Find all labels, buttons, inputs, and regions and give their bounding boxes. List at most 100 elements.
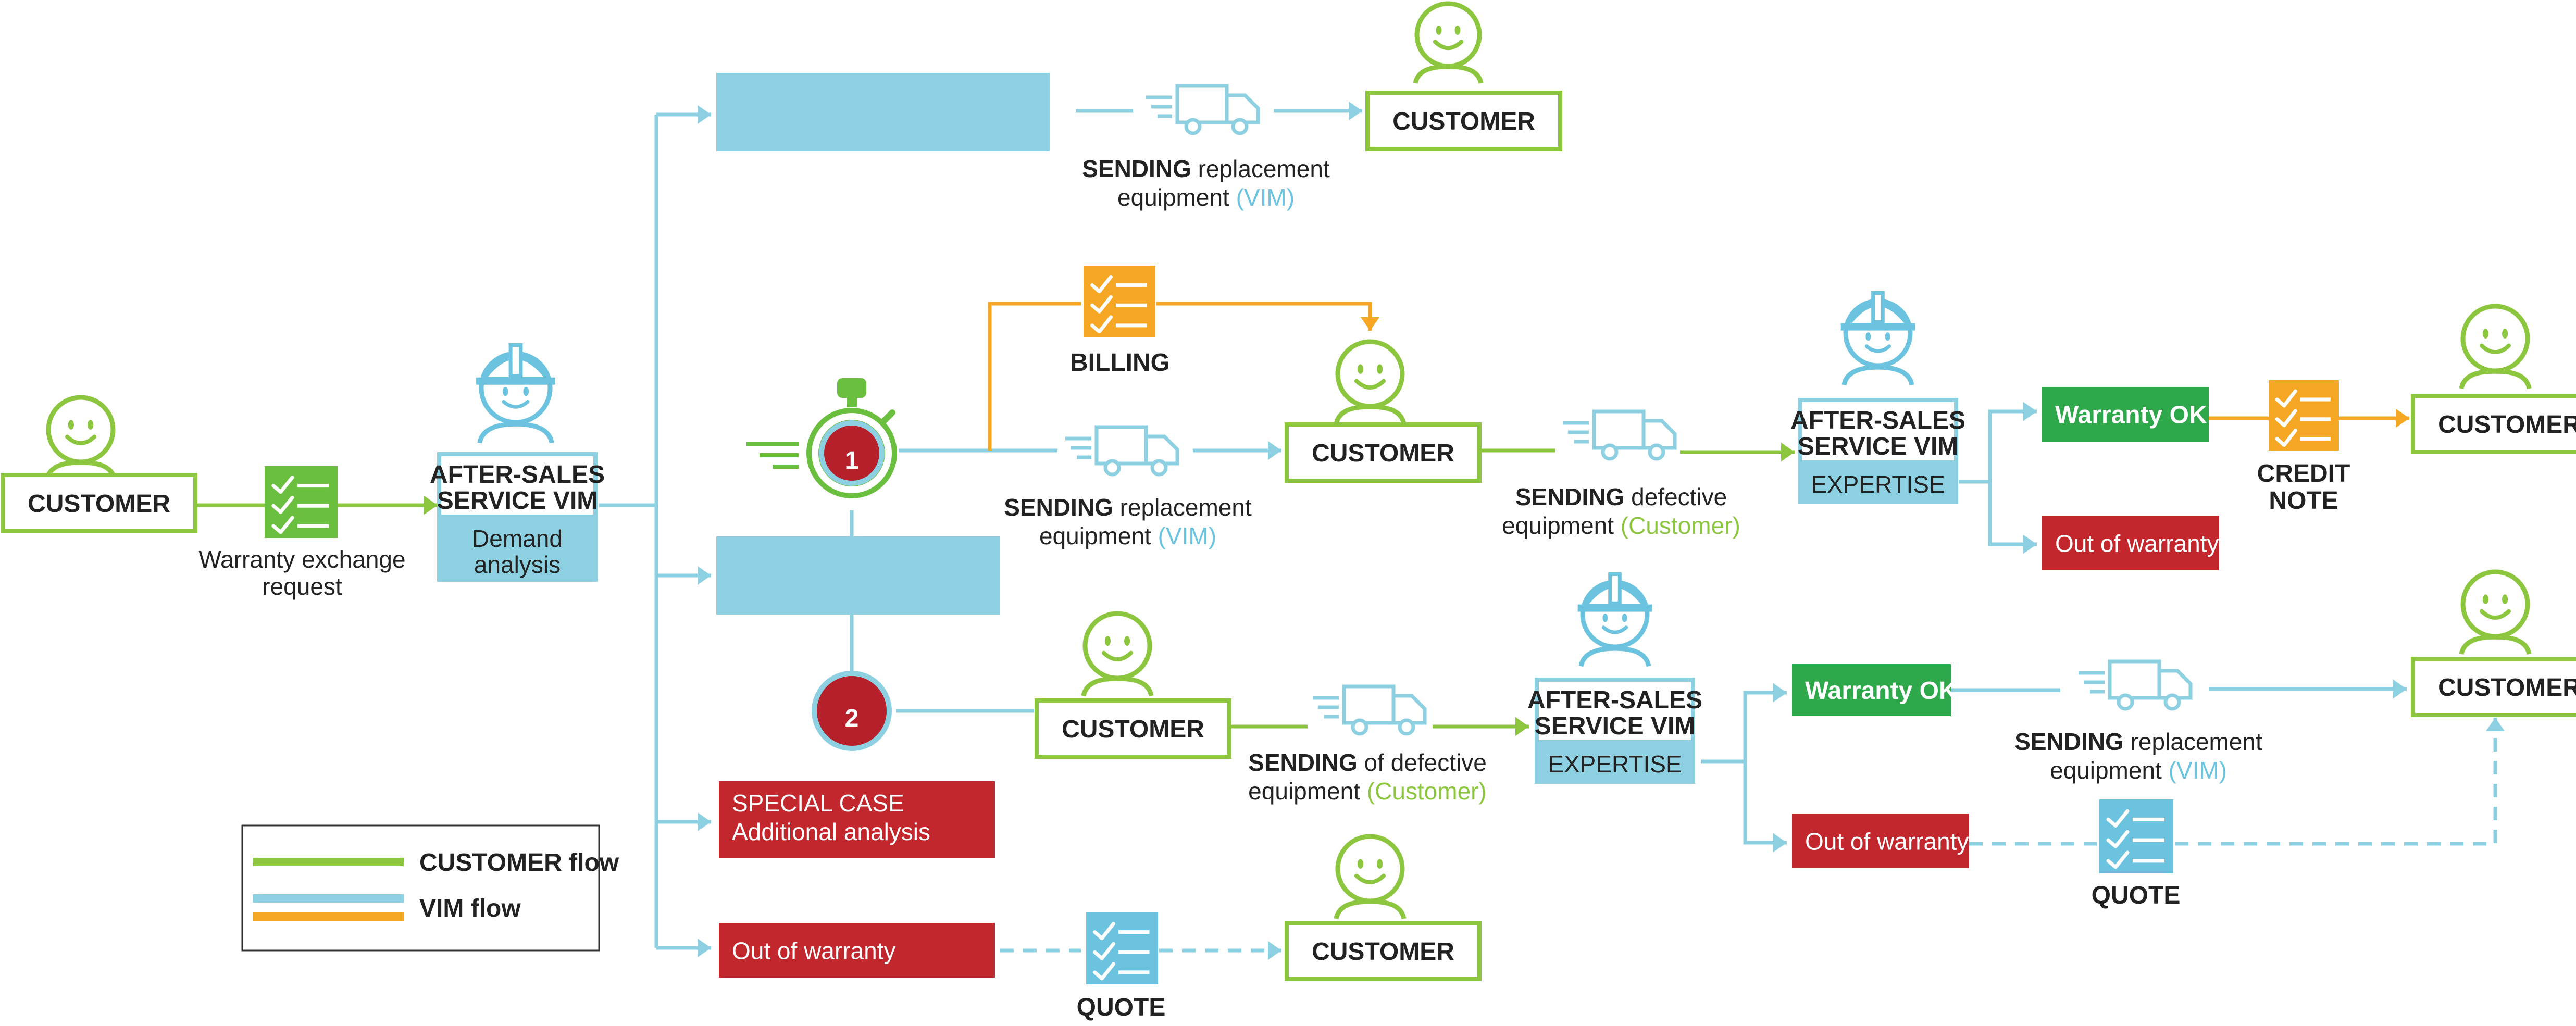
after-sales-expertise-1-title-2: SERVICE VIM	[1798, 433, 1959, 460]
after-sales-demand-sub-2: analysis	[474, 551, 561, 578]
warranty-exchange-line-1: Warranty exchange	[198, 546, 405, 573]
after-sales-demand-title-2: SERVICE VIM	[437, 487, 598, 515]
arrow-head	[2023, 534, 2037, 554]
customer-box-right-1-label: CUSTOMER	[2438, 411, 2576, 439]
legend-vim-flow: VIM flow	[419, 895, 521, 922]
customer-box-right-2-label: CUSTOMER	[2438, 674, 2576, 702]
arrow-head	[698, 105, 711, 124]
warranty-without-return-box	[716, 73, 1050, 151]
flow-line	[1156, 302, 1372, 331]
sending-replacement-3-line-1: SENDING replacement	[2014, 728, 2262, 755]
flow-line	[1959, 409, 2037, 484]
flow-lines	[167, 101, 2505, 960]
customer-box-start: CUSTOMER	[1, 473, 197, 533]
step-2-badge-number: 2	[845, 705, 859, 732]
arrow-head	[1360, 317, 1380, 331]
after-sales-expertise-2-title-2: SERVICE VIM	[1535, 712, 1696, 740]
arrow-head	[698, 812, 711, 832]
sending-replacement-2-line-2: equipment (VIM)	[1039, 522, 1216, 549]
quote-text-left: QUOTE	[1077, 994, 1166, 1021]
sending-of-defective-line-2: equipment (Customer)	[1248, 778, 1487, 805]
customer-box-right-1: CUSTOMER	[2411, 394, 2576, 454]
sending-replacement-1-line-1: SENDING replacement	[1082, 155, 1330, 182]
out-of-warranty-1: Out of warranty	[2042, 516, 2219, 570]
arrow-head	[2396, 408, 2409, 428]
after-sales-expertise-1-title-1: AFTER-SALES	[1790, 407, 1965, 434]
warranty-exchange-line-2: request	[262, 573, 342, 600]
arrow-head	[698, 938, 711, 958]
customer-smiley-icon	[1413, 1, 1484, 84]
delivery-truck-icon	[2079, 659, 2193, 711]
arrow-head	[2485, 718, 2505, 731]
special-case-box-line-2: Additional analysis	[732, 818, 930, 845]
sending-defective-1-line-2: equipment (Customer)	[1502, 512, 1740, 539]
warranty-with-return-box	[716, 536, 1000, 615]
out-of-warranty-2-line-1: Out of warranty	[1805, 828, 1969, 855]
out-of-warranty-left-line-1: Out of warranty	[732, 937, 895, 965]
credit-note-line-1: CREDIT	[2257, 460, 2350, 487]
special-case-box-line-1: SPECIAL CASE	[732, 790, 904, 817]
checklist-icon	[2099, 799, 2173, 873]
out-of-warranty-1-line-1: Out of warranty	[2055, 530, 2219, 557]
customer-box-step-2-label: CUSTOMER	[1062, 716, 1204, 743]
legend-customer-flow: CUSTOMER flow	[419, 849, 619, 877]
checklist-icon	[2269, 380, 2339, 451]
sending-replacement-3-line-2: equipment (VIM)	[2050, 757, 2227, 784]
warranty-ok-2: Warranty OK	[1792, 664, 1957, 716]
out-of-warranty-left: Out of warranty	[719, 923, 995, 978]
arrow-head	[698, 566, 711, 585]
flow-line	[1743, 761, 1787, 845]
step-1-badge-number: 1	[845, 447, 859, 474]
arrow-head	[1773, 683, 1787, 703]
checklist-icon	[265, 466, 338, 538]
quote-text-right: QUOTE	[2092, 882, 2181, 909]
arrow-head	[2023, 402, 2037, 421]
arrow-head	[1349, 101, 1362, 121]
out-of-warranty-2: Out of warranty	[1792, 814, 1969, 868]
checklist-icon	[1086, 912, 1158, 984]
sending-replacement-1-line-2: equipment (VIM)	[1117, 184, 1295, 211]
sending-replacement-2-line-1: SENDING replacement	[1004, 494, 1252, 521]
arrow-head	[1773, 833, 1787, 853]
after-sales-demand-sub-1: Demand	[472, 525, 563, 552]
technician-helmet-icon	[1840, 291, 1915, 386]
customer-smiley-icon	[1334, 339, 1407, 425]
delivery-truck-icon	[1313, 684, 1427, 736]
delivery-truck-icon	[1563, 409, 1677, 461]
arrow-head	[1781, 442, 1795, 462]
after-sales-demand-title-1: AFTER-SALES	[430, 461, 605, 489]
arrow-head	[1268, 941, 1281, 960]
flow-line	[1701, 691, 1787, 764]
billing-label: BILLING	[1070, 349, 1170, 377]
arrow-head	[1268, 441, 1281, 460]
sending-of-defective-line-1: SENDING of defective	[1248, 749, 1487, 776]
credit-note-line-2: NOTE	[2269, 487, 2338, 515]
billing-text: BILLING	[1070, 349, 1170, 377]
arrow-head	[2393, 679, 2407, 699]
warranty-ok-1: Warranty OK	[2042, 387, 2209, 442]
sending-defective-1-line-1: SENDING defective	[1515, 483, 1727, 510]
warranty-ok-2-line-1: Warranty OK	[1805, 677, 1957, 705]
after-sales-expertise-1-sub: EXPERTISE	[1811, 471, 1945, 498]
customer-box-step-2: CUSTOMER	[1035, 698, 1231, 759]
flow-line	[988, 302, 1081, 451]
technician-helmet-icon	[1577, 572, 1652, 667]
customer-box-middle-label: CUSTOMER	[1312, 440, 1454, 467]
after-sales-expertise-2-title-1: AFTER-SALES	[1527, 686, 1702, 714]
customer-smiley-icon	[1081, 611, 1154, 697]
step-2-badge: 2	[812, 671, 892, 751]
flow-line	[1988, 482, 2037, 546]
arrow-head	[1515, 717, 1529, 736]
customer-smiley-icon	[1334, 834, 1407, 920]
